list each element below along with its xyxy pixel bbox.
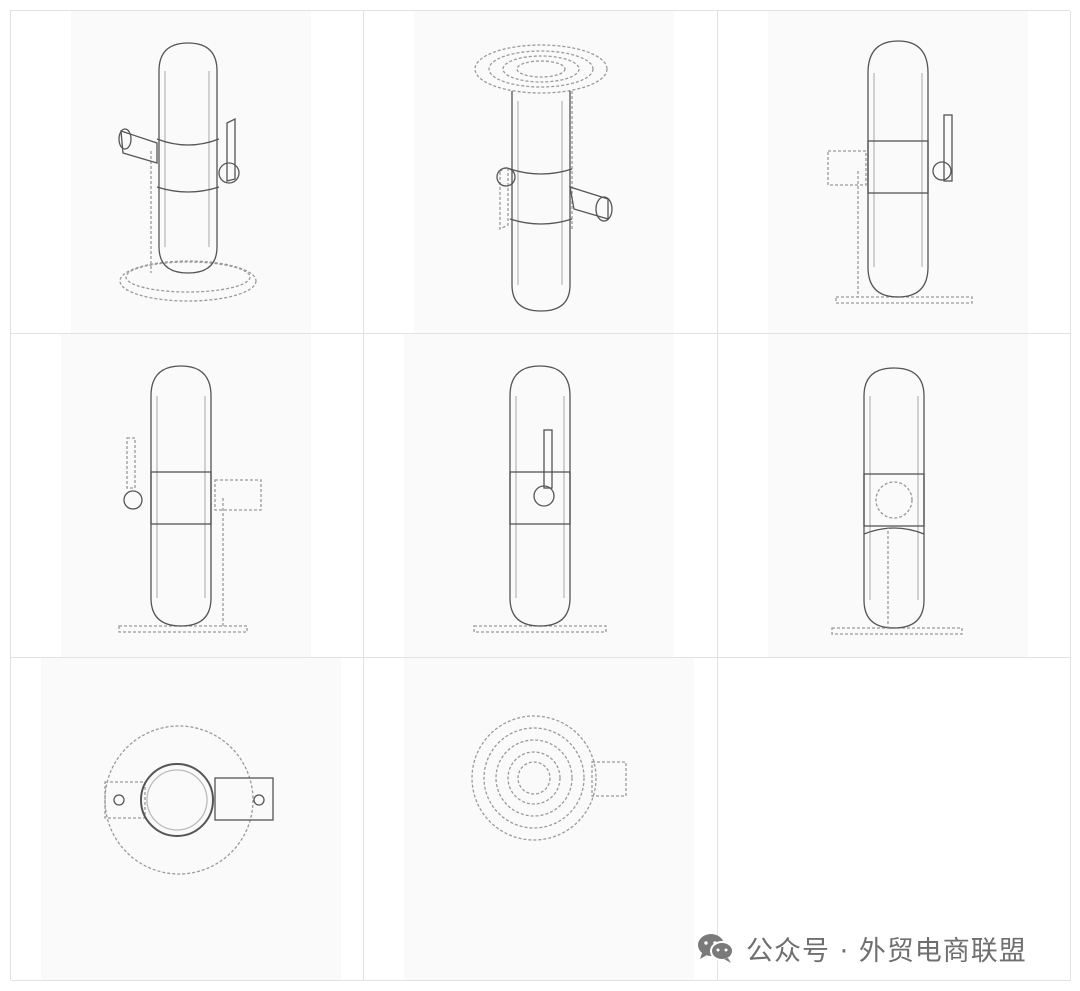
figure-cell-6 xyxy=(718,334,1071,658)
figure-cell-8 xyxy=(364,658,718,981)
figure-cell-4 xyxy=(11,334,364,658)
patent-drawing-front-elevation xyxy=(827,40,973,304)
wechat-icon xyxy=(698,934,734,963)
figure-cell-2 xyxy=(364,11,718,334)
patent-drawing-bottom-plan xyxy=(471,715,627,841)
patent-drawing-perspective-rear xyxy=(474,44,613,312)
patent-drawing-rear-elevation xyxy=(118,365,262,633)
figure-cell-5 xyxy=(364,334,718,658)
figure-cell-9 xyxy=(718,658,1071,981)
patent-drawing-perspective-front xyxy=(118,42,257,302)
figure-cell-3 xyxy=(718,11,1071,334)
watermark: 公众号 · 外贸电商联盟 xyxy=(696,928,1027,968)
figure-cell-7 xyxy=(11,658,364,981)
figure-cell-1 xyxy=(11,11,364,334)
patent-drawing-right-side-elevation xyxy=(831,367,963,635)
watermark-text: 公众号 · 外贸电商联盟 xyxy=(746,935,1027,967)
figure-grid xyxy=(10,10,1071,981)
patent-drawing-left-side-elevation xyxy=(473,365,607,633)
patent-drawing-top-plan xyxy=(104,725,274,875)
